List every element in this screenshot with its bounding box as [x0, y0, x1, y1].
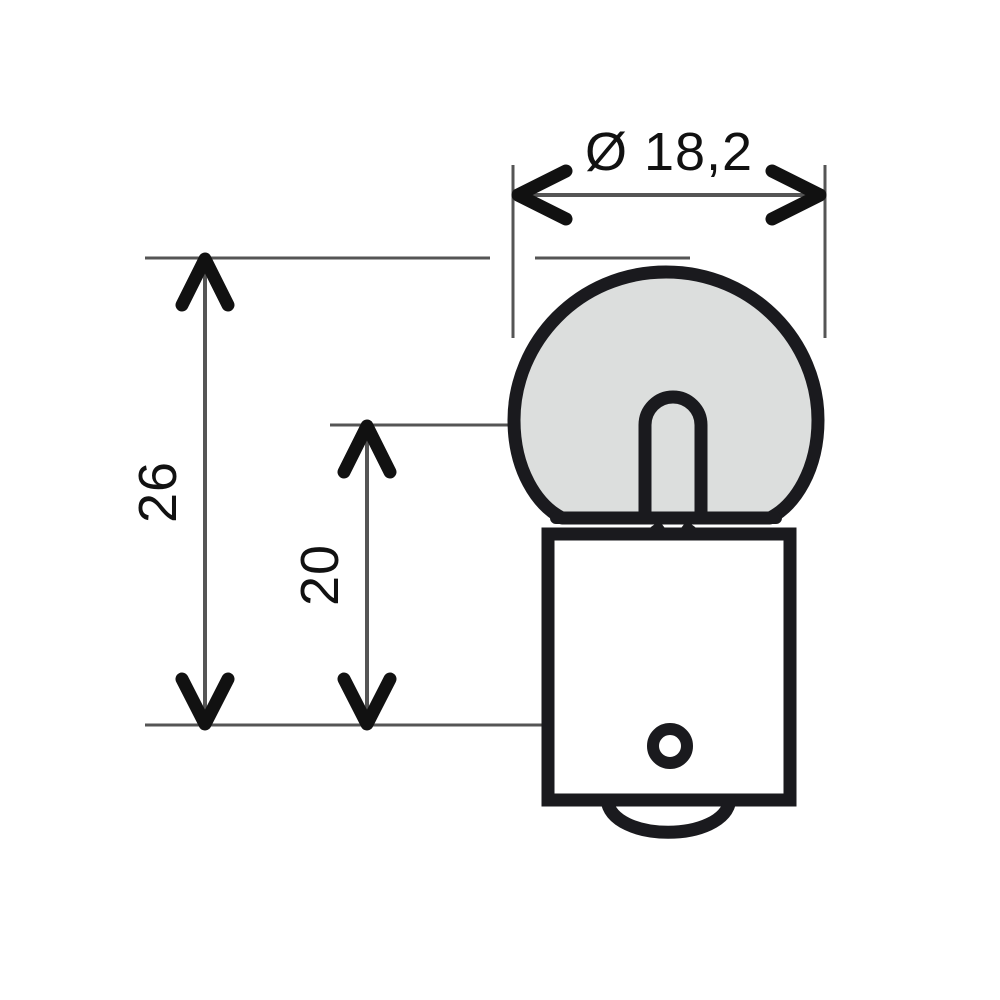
- overall-height-arrow-bottom: [175, 672, 235, 731]
- diameter-dimension: Ø 18,2: [511, 122, 827, 226]
- glass-height-dimension-label: 20: [290, 544, 350, 606]
- bayonet-pin: [647, 723, 693, 769]
- bottom-contact-arc: [600, 793, 737, 839]
- overall-height-dimension: 26: [128, 252, 235, 731]
- diameter-arrow-right: [765, 164, 827, 226]
- overall-height-dimension-label: 26: [128, 461, 188, 523]
- diameter-arrow-left: [511, 164, 573, 226]
- overall-height-arrow-top: [175, 252, 235, 312]
- bottom-solder-contact: [600, 793, 737, 839]
- glass-height-dimension: 20: [290, 419, 397, 731]
- filament-support-arch: [638, 390, 708, 515]
- glass-height-arrow-bottom: [337, 672, 397, 731]
- metal-base-outline: [541, 527, 797, 807]
- filament-support: [638, 390, 708, 515]
- bayonet-metal-base: [541, 527, 797, 807]
- diameter-dimension-label: Ø 18,2: [585, 122, 753, 182]
- glass-height-arrow-top: [337, 419, 397, 479]
